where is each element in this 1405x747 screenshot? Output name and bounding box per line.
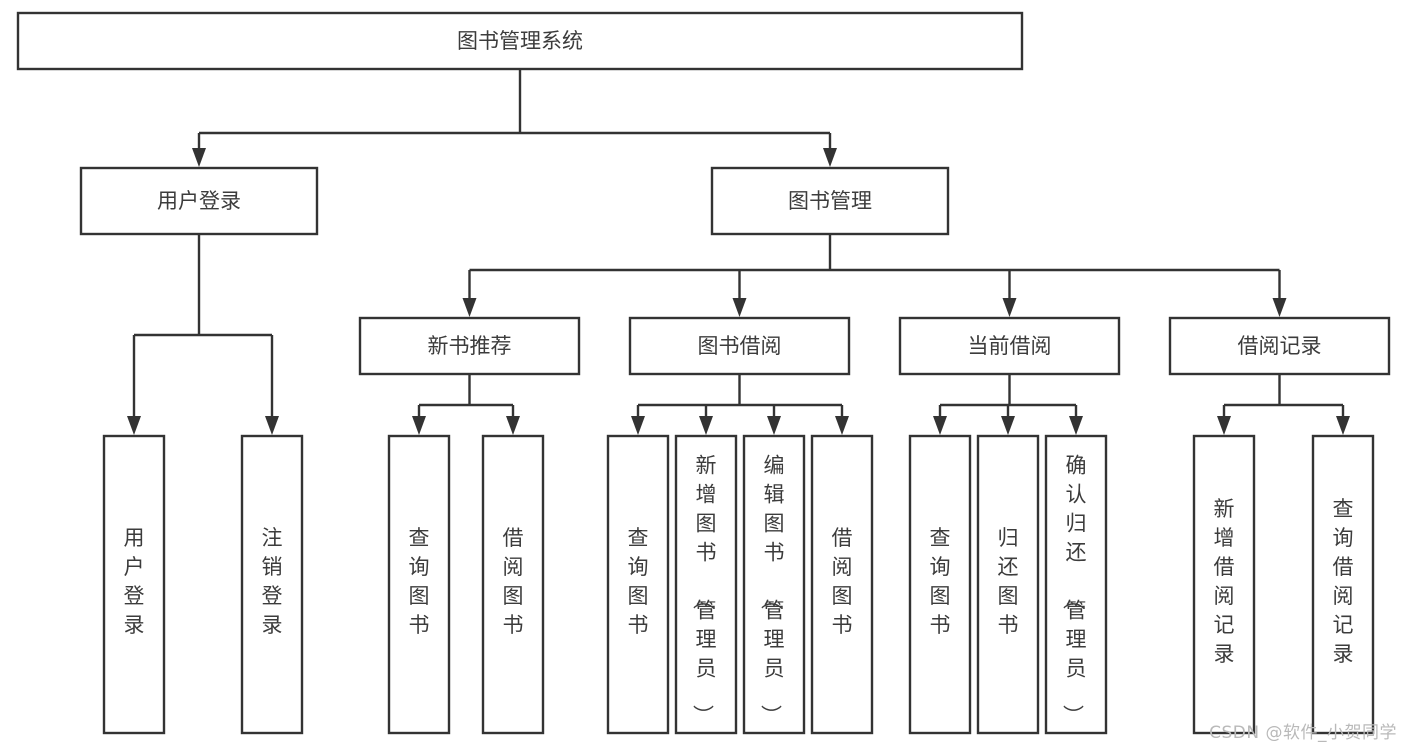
- node-box: [240, 434, 304, 735]
- node-box: [358, 316, 581, 376]
- node-box: [742, 434, 806, 735]
- branch-book-management-to-level3: [462, 234, 1287, 317]
- node-label: 查询图书: [628, 526, 649, 637]
- node-box: [79, 166, 319, 236]
- node-level3-1-图书借阅[interactable]: 图书借阅: [628, 316, 851, 376]
- arrow-head-icon: [631, 416, 645, 435]
- node-level3-2-当前借阅[interactable]: 当前借阅: [898, 316, 1121, 376]
- node-leaf-10-确认归还管理员[interactable]: 确认归还（管理员）: [1044, 434, 1108, 735]
- node-root-0-图书管理系统[interactable]: 图书管理系统: [16, 11, 1024, 71]
- branch-user-login-to-leaves: [127, 234, 279, 435]
- node-leaf-11-新增借阅记录[interactable]: 新增借阅记录: [1192, 434, 1256, 735]
- arrow-head-icon: [1002, 298, 1017, 317]
- node-label: 图书管理: [788, 189, 872, 213]
- node-label: 借阅图书: [832, 526, 853, 637]
- node-leaf-12-查询借阅记录[interactable]: 查询借阅记录: [1311, 434, 1375, 735]
- node-leaf-7-借阅图书[interactable]: 借阅图书: [810, 434, 874, 735]
- node-box: [674, 434, 738, 735]
- arrow-head-icon: [265, 416, 279, 435]
- node-label: 当前借阅: [968, 334, 1052, 358]
- node-label: 用户登录: [157, 189, 241, 213]
- arrow-head-icon: [412, 416, 426, 435]
- branch-root-to-level2: [192, 69, 837, 167]
- node-label: 查询借阅记录: [1333, 497, 1354, 666]
- node-leaf-0-用户登录[interactable]: 用户登录: [102, 434, 166, 735]
- csdn-watermark: CSDN @软件_小贺同学: [1209, 723, 1397, 743]
- node-level3-3-借阅记录[interactable]: 借阅记录: [1168, 316, 1391, 376]
- branch-borrow-to-leaves: [631, 374, 849, 435]
- arrow-head-icon: [823, 148, 837, 167]
- node-label: 确认归还（管理员）: [1061, 454, 1087, 726]
- arrow-head-icon: [1272, 298, 1287, 317]
- node-box: [1192, 434, 1256, 735]
- arrow-head-icon: [732, 298, 747, 317]
- arrow-head-icon: [506, 416, 520, 435]
- arrow-head-icon: [1001, 416, 1015, 435]
- node-leaf-5-新增图书管理员[interactable]: 新增图书（管理员）: [674, 434, 738, 735]
- node-label: 查询图书: [930, 526, 951, 637]
- node-box: [810, 434, 874, 735]
- node-box: [908, 434, 972, 735]
- node-leaf-2-查询图书[interactable]: 查询图书: [387, 434, 451, 735]
- connector-layer: [127, 69, 1350, 435]
- node-layer: 图书管理系统用户登录图书管理新书推荐图书借阅当前借阅借阅记录用户登录注销登录查询…: [16, 11, 1391, 735]
- node-leaf-6-编辑图书管理员[interactable]: 编辑图书（管理员）: [742, 434, 806, 735]
- node-box: [1044, 434, 1108, 735]
- node-label: 归还图书: [998, 526, 1019, 637]
- node-label: 新增图书（管理员）: [691, 454, 717, 726]
- node-label: 编辑图书（管理员）: [759, 454, 785, 726]
- node-box: [102, 434, 166, 735]
- arrow-head-icon: [1336, 416, 1350, 435]
- node-box: [710, 166, 950, 236]
- node-leaf-9-归还图书[interactable]: 归还图书: [976, 434, 1040, 735]
- node-label: 图书管理系统: [457, 29, 583, 53]
- arrow-head-icon: [767, 416, 781, 435]
- branch-new-book-to-leaves: [412, 374, 520, 435]
- node-label: 注销登录: [262, 526, 283, 637]
- node-label: 借阅图书: [503, 526, 524, 637]
- node-level2-0-用户登录[interactable]: 用户登录: [79, 166, 319, 236]
- node-box: [976, 434, 1040, 735]
- node-label: 借阅记录: [1238, 334, 1322, 358]
- branch-records-to-leaves: [1217, 374, 1350, 435]
- node-box: [1311, 434, 1375, 735]
- node-box: [481, 434, 545, 735]
- node-label: 图书借阅: [698, 334, 782, 358]
- node-box: [606, 434, 670, 735]
- node-leaf-8-查询图书[interactable]: 查询图书: [908, 434, 972, 735]
- node-leaf-3-借阅图书[interactable]: 借阅图书: [481, 434, 545, 735]
- arrow-head-icon: [192, 148, 206, 167]
- arrow-head-icon: [127, 416, 141, 435]
- arrow-head-icon: [933, 416, 947, 435]
- arrow-head-icon: [835, 416, 849, 435]
- node-label: 新增借阅记录: [1214, 497, 1235, 666]
- node-label: 查询图书: [409, 526, 430, 637]
- node-level3-0-新书推荐[interactable]: 新书推荐: [358, 316, 581, 376]
- node-leaf-1-注销登录[interactable]: 注销登录: [240, 434, 304, 735]
- arrow-head-icon: [699, 416, 713, 435]
- arrow-head-icon: [462, 298, 477, 317]
- node-box: [898, 316, 1121, 376]
- node-box: [628, 316, 851, 376]
- node-box: [387, 434, 451, 735]
- branch-current-borrow-to-leaves: [933, 374, 1083, 435]
- arrow-head-icon: [1217, 416, 1231, 435]
- node-box: [1168, 316, 1391, 376]
- node-level2-1-图书管理[interactable]: 图书管理: [710, 166, 950, 236]
- node-label: 用户登录: [124, 526, 145, 637]
- node-leaf-4-查询图书[interactable]: 查询图书: [606, 434, 670, 735]
- node-label: 新书推荐: [428, 334, 512, 358]
- arrow-head-icon: [1069, 416, 1083, 435]
- node-box: [16, 11, 1024, 71]
